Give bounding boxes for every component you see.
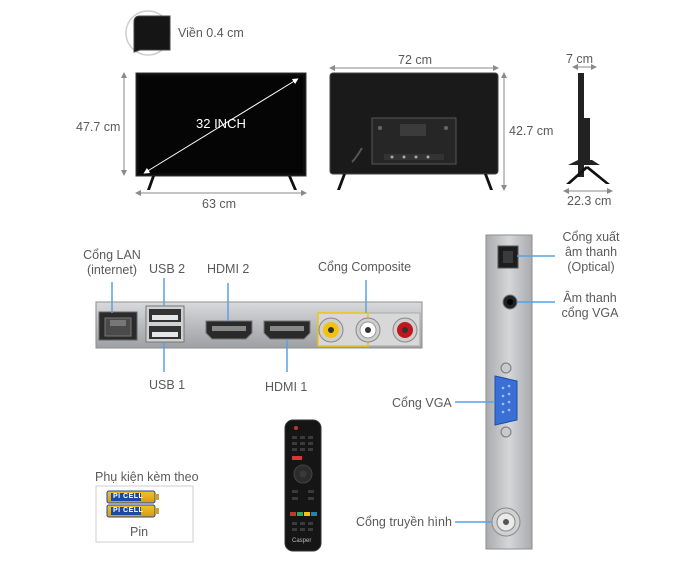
optical-port-label: Cổng xuất âm thanh (Optical) <box>562 230 620 274</box>
battery-brand-bottom: PI CELL <box>113 507 144 514</box>
battery-brand-top: PI CELL <box>113 493 144 500</box>
stand-depth-label: 22.3 cm <box>567 194 612 208</box>
bezel-label: Viền 0.4 cm <box>178 26 244 40</box>
accessories-title: Phụ kiện kèm theo <box>95 470 199 484</box>
remote-brand: Casper <box>292 538 312 544</box>
vga-port-label: Cổng VGA <box>392 396 452 410</box>
composite-ports-icon <box>317 312 421 347</box>
bezel-detail-icon <box>125 10 171 56</box>
lan-port-icon <box>98 311 138 341</box>
hdmi-2-port-icon <box>205 320 253 340</box>
usb1-port-label: USB 1 <box>149 378 186 392</box>
antenna-port-label: Cổng truyền hình <box>356 515 452 529</box>
composite-port-label: Cổng Composite <box>318 260 412 274</box>
side-depth-label: 7 cm <box>566 52 594 66</box>
back-width-label: 72 cm <box>398 53 433 67</box>
tv-side-view <box>566 73 610 184</box>
remote-control-image <box>284 419 322 552</box>
battery-label: Pin <box>130 525 149 539</box>
hdmi1-port-label: HDMI 1 <box>265 380 308 394</box>
usb-ports-icon <box>145 305 185 343</box>
hdmi2-port-label: HDMI 2 <box>207 262 250 276</box>
vga-audio-port-label: Âm thanh cổng VGA <box>561 291 619 320</box>
diagonal-label: 32 INCH <box>196 116 246 131</box>
tv-back-view <box>329 72 499 190</box>
rear-port-panel <box>95 301 423 349</box>
front-height-label: 47.7 cm <box>76 120 121 134</box>
hdmi-1-port-icon <box>263 320 311 340</box>
back-height-label: 42.7 cm <box>509 124 554 138</box>
side-port-panel <box>485 234 533 550</box>
battery-icon <box>106 490 159 518</box>
lan-port-label: Cổng LAN (internet) <box>83 248 141 277</box>
usb2-port-label: USB 2 <box>149 262 186 276</box>
front-width-label: 63 cm <box>202 197 237 211</box>
tv-front-view <box>135 72 307 190</box>
